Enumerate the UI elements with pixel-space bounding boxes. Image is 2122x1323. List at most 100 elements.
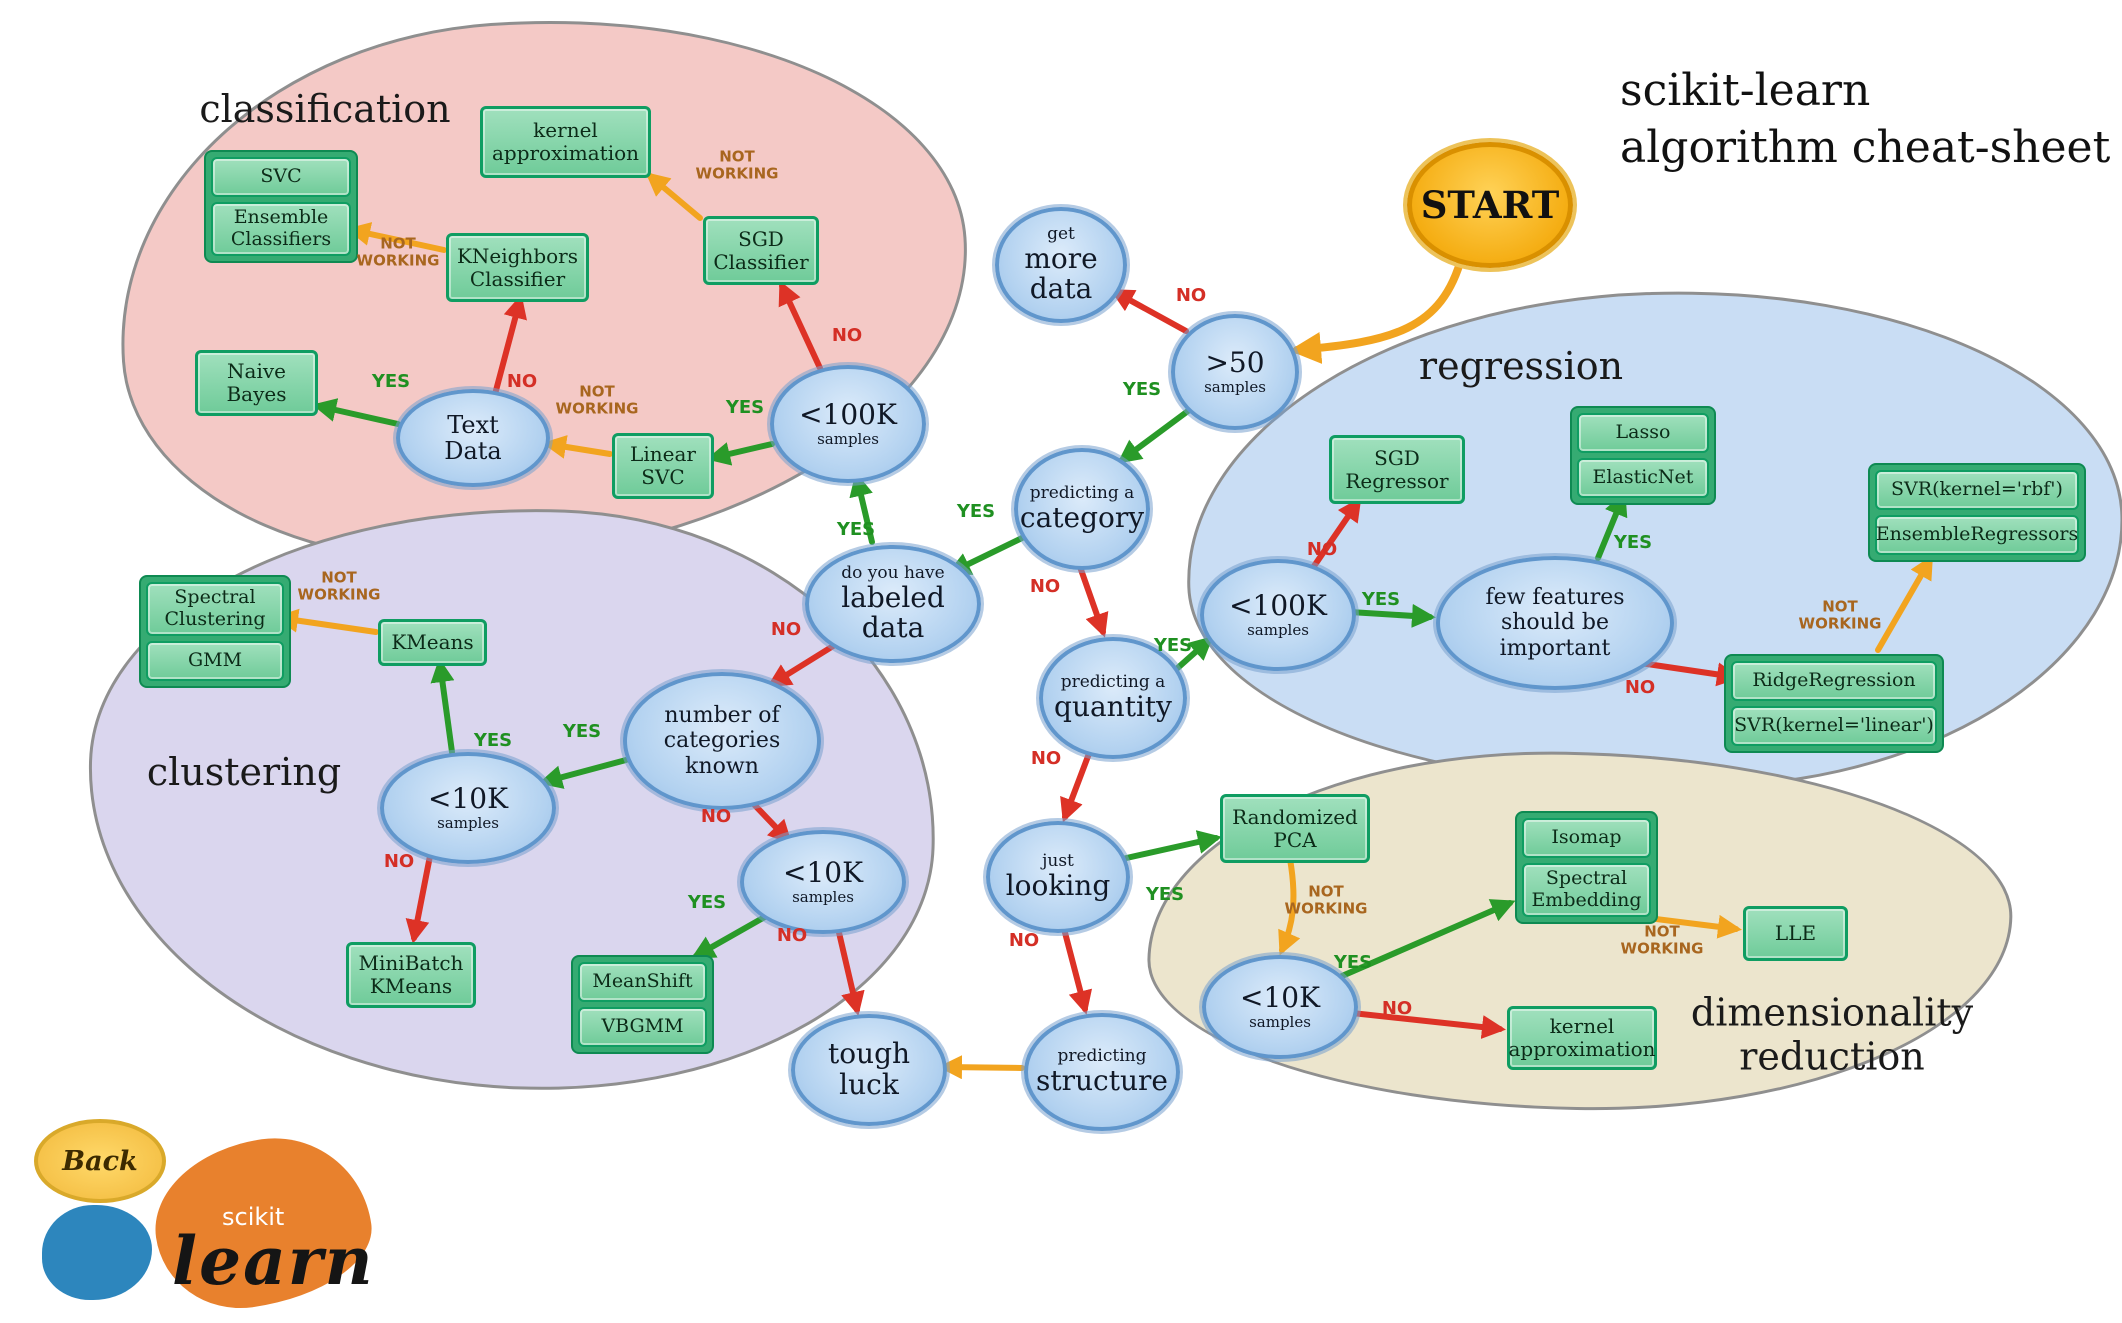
algo-kernel-approximation-dimred[interactable]: kernel approximation [1507, 1006, 1657, 1070]
algo-ensemble-regressors[interactable]: EnsembleRegressors [1875, 515, 2079, 555]
algo-lle[interactable]: LLE [1743, 906, 1848, 961]
algo-kernel-approximation-classification[interactable]: kernel approximation [480, 106, 651, 178]
edge-label-yes-text-naivebayes: YES [371, 371, 411, 393]
decision-main-label: labeled data [841, 580, 945, 645]
decision-lt100k-classification: <100K samples [770, 365, 926, 483]
decision-tough-luck: tough luck [791, 1014, 947, 1126]
algo-vbgmm[interactable]: VBGMM [578, 1007, 707, 1047]
algo-meanshift[interactable]: MeanShift [578, 962, 707, 1002]
edge-label-yes-justlooking-pca: YES [1145, 884, 1185, 906]
arrow-categories-to-lt10k [538, 757, 629, 789]
decision-top-label: predicting [1057, 1046, 1147, 1067]
algo-sgd-classifier[interactable]: SGD Classifier [703, 216, 819, 285]
decision-gt50-samples: >50 samples [1171, 314, 1299, 430]
edge-label-yes-categories-lt10k: YES [562, 721, 602, 743]
algo-isomap[interactable]: Isomap [1522, 818, 1651, 858]
decision-top-label: get [1047, 223, 1075, 244]
edge-label-yes-category-labeled: YES [956, 501, 996, 523]
arrow-text-to-naive-bayes [312, 398, 401, 427]
logo-learn-text: learn [172, 1222, 375, 1300]
algo-lasso[interactable]: Lasso [1577, 413, 1709, 453]
arrow-category-to-labeled [946, 535, 1025, 575]
algo-group-meanshift-vbgmm: MeanShift VBGMM [571, 955, 714, 1054]
algo-group-lasso-elasticnet: Lasso ElasticNet [1570, 406, 1716, 505]
edge-label-yes-lt100k-linearsvc: YES [725, 397, 765, 419]
algo-svr-rbf[interactable]: SVR(kernel='rbf') [1875, 470, 2079, 510]
edge-label-nw-kneighbors-ensemble: NOT WORKING [356, 234, 440, 269]
decision-lt10k-dimred: <10K samples [1202, 955, 1358, 1059]
arrow-quantity-to-lt100k-reg [1169, 636, 1214, 676]
algo-svr-linear[interactable]: SVR(kernel='linear') [1731, 706, 1937, 746]
algo-spectral-clustering[interactable]: Spectral Clustering [146, 582, 284, 636]
arrow-labeled-to-lt100k-clf [849, 472, 875, 545]
algo-minibatch-kmeans[interactable]: MiniBatch KMeans [346, 942, 476, 1008]
edge-label-yes-labeled-lt100k: YES [836, 519, 876, 541]
back-button[interactable]: Back [34, 1119, 166, 1203]
arrow-lt10k2-to-meanshift [690, 911, 773, 959]
arrow-labeled-to-categories-known [766, 640, 841, 688]
page-title: scikit-learn algorithm cheat-sheet [1620, 65, 2111, 174]
edge-label-yes-lt10k-kmeans: YES [473, 730, 513, 752]
decision-main-label: tough luck [827, 1037, 911, 1101]
algo-spectral-embedding[interactable]: Spectral Embedding [1522, 863, 1651, 917]
edge-label-yes-quantity-lt100kreg: YES [1153, 635, 1193, 657]
algo-gmm[interactable]: GMM [146, 640, 284, 681]
edge-label-nw-ridge-svrrbf: NOT WORKING [1798, 597, 1882, 632]
algo-sgd-regressor[interactable]: SGD Regressor [1329, 435, 1465, 504]
algo-group-svc-ensemble: SVC Ensemble Classifiers [204, 150, 358, 263]
algo-ensemble-classifiers[interactable]: Ensemble Classifiers [211, 202, 351, 256]
decision-main-label: number of categories known [663, 703, 781, 779]
arrow-category-to-quantity [1076, 561, 1109, 638]
algo-elasticnet[interactable]: ElasticNet [1577, 458, 1709, 498]
arrow-justlooking-to-structure [1060, 922, 1093, 1015]
edge-label-nw-sgd-kernel: NOT WORKING [695, 147, 779, 182]
algo-naive-bayes[interactable]: Naive Bayes [195, 350, 318, 416]
arrow-structure-to-tough-luck [938, 1055, 1025, 1080]
edge-label-nw-pca-lt10kdr: NOT WORKING [1284, 882, 1368, 917]
start-node: START [1407, 142, 1573, 268]
algo-kneighbors-classifier[interactable]: KNeighbors Classifier [446, 233, 589, 302]
arrow-ridge-to-svr-rbf [1875, 554, 1934, 653]
decision-main-label: <10K [1239, 981, 1320, 1015]
decision-main-label: <10K [782, 856, 863, 890]
algo-svc[interactable]: SVC [211, 157, 351, 197]
decision-few-features: few features should be important [1436, 556, 1674, 690]
decision-main-label: category [1019, 500, 1145, 534]
edge-label-nw-linearsvc-text: NOT WORKING [555, 382, 639, 417]
algo-kmeans[interactable]: KMeans [378, 619, 487, 666]
region-label-dimensionality-reduction: dimensionality reduction [1690, 990, 1974, 1078]
algo-randomized-pca[interactable]: Randomized PCA [1220, 794, 1370, 863]
algo-linear-svc[interactable]: Linear SVC [612, 433, 714, 499]
start-label: START [1420, 183, 1560, 227]
algo-ridge-regression[interactable]: RidgeRegression [1731, 661, 1937, 701]
arrow-lt100k-to-sgd-classifier [778, 280, 823, 371]
edge-label-no-lt10kdr-kernel: NO [1381, 998, 1413, 1020]
arrow-text-to-kneighbors [491, 294, 527, 401]
edge-label-no-labeled-categories: NO [770, 619, 802, 641]
decision-text-data: Text Data [396, 389, 550, 487]
decision-main-label: <100K [1229, 589, 1327, 623]
decision-lt100k-regression: <100K samples [1200, 559, 1356, 671]
decision-sub-label: samples [1249, 1013, 1311, 1032]
edge-label-yes-lt100kreg-fewfeatures: YES [1361, 589, 1401, 611]
edge-label-no-lt10k2-toughluck: NO [776, 925, 808, 947]
edge-label-yes-fewfeatures-lasso: YES [1613, 532, 1653, 554]
decision-predicting-structure: predicting structure [1024, 1013, 1180, 1131]
decision-top-label: do you have [841, 562, 945, 583]
decision-lt10k-clustering: <10K samples [380, 752, 556, 864]
edge-label-yes-gt50-category: YES [1122, 379, 1162, 401]
arrow-start-to-gt50 [1289, 252, 1466, 364]
decision-sub-label: samples [792, 888, 854, 907]
algo-group-svr-rbf-ensemble: SVR(kernel='rbf') EnsembleRegressors [1868, 463, 2086, 562]
edge-label-no-lt10k-minibatch: NO [383, 851, 415, 873]
edge-label-no-categories-lt10k2: NO [700, 806, 732, 828]
edge-label-no-justlooking-structure: NO [1008, 930, 1040, 952]
decision-main-label: looking [1005, 868, 1111, 902]
scikit-learn-logo-blue-blob [42, 1205, 152, 1300]
edge-label-no-text-kneighbors: NO [506, 371, 538, 393]
decision-labeled-data: do you have labeled data [805, 545, 981, 663]
arrow-fewfeatures-to-lasso [1595, 491, 1628, 561]
region-label-clustering: clustering [146, 750, 342, 795]
